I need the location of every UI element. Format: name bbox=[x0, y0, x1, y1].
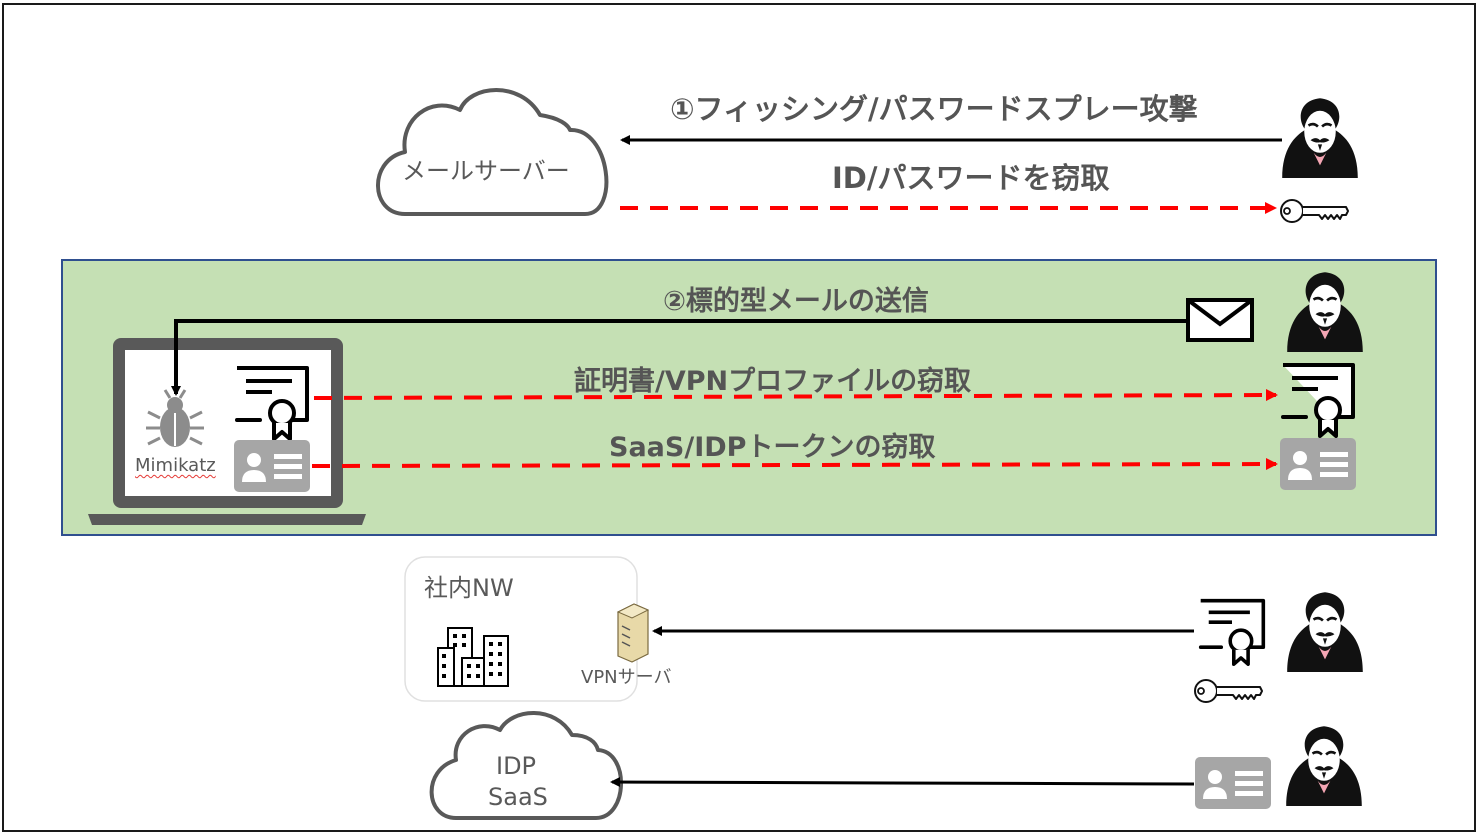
diagram-frame bbox=[2, 3, 1476, 832]
id-card-icon bbox=[234, 440, 310, 492]
step2-email-label: ②標的型メールの送信 bbox=[663, 286, 929, 317]
vpn-server-label: VPNサーバ bbox=[581, 667, 672, 688]
key-icon bbox=[1194, 679, 1263, 703]
mimikatz-label: Mimikatz bbox=[135, 455, 216, 476]
buildings-icon bbox=[437, 627, 509, 687]
certificate-theft-arrow bbox=[313, 389, 1278, 402]
mail-server-label: メールサーバー bbox=[402, 157, 570, 185]
hacker-icon bbox=[1280, 96, 1360, 178]
step1-result-label: ID/パスワードを窃取 bbox=[832, 161, 1110, 195]
envelope-icon bbox=[1186, 298, 1254, 342]
id-card-icon bbox=[1195, 757, 1271, 809]
laptop-icon bbox=[88, 338, 366, 525]
targeted-email-arrow bbox=[171, 319, 1186, 396]
cloud-icon bbox=[429, 711, 623, 820]
step1-attack-label: ①フィッシング/パスワードスプレー攻撃 bbox=[670, 92, 1198, 126]
hacker-icon bbox=[1284, 724, 1364, 806]
idp-label: IDP bbox=[496, 752, 537, 780]
token-theft-arrow bbox=[311, 458, 1278, 471]
token-theft-label: SaaS/IDPトークンの窃取 bbox=[609, 432, 936, 463]
corporate-network-label: 社内NW bbox=[424, 574, 514, 602]
hacker-icon bbox=[1285, 590, 1365, 672]
saas-access-arrow bbox=[610, 777, 1195, 788]
key-icon bbox=[1280, 199, 1349, 223]
certificate-theft-label: 証明書/VPNプロファイルの窃取 bbox=[574, 366, 972, 397]
server-icon bbox=[616, 603, 650, 663]
saas-label: SaaS bbox=[488, 783, 548, 811]
cloud-icon bbox=[376, 88, 609, 216]
id-card-icon bbox=[1280, 438, 1356, 490]
certificate-icon bbox=[1198, 598, 1266, 666]
bug-icon bbox=[146, 389, 204, 447]
